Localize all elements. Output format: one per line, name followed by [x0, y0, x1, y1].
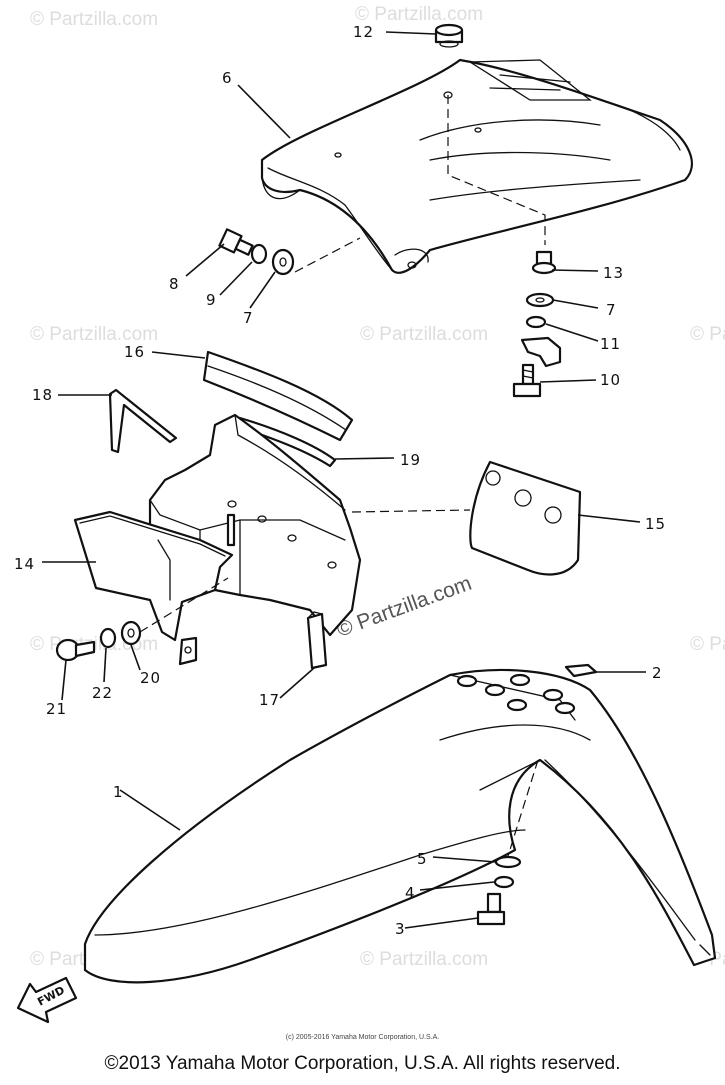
- callout-14: 14: [14, 555, 35, 573]
- clip-bracket: [520, 336, 562, 368]
- callout-1: 1: [113, 783, 124, 801]
- callout-21: 21: [46, 700, 67, 718]
- callout-13: 13: [603, 264, 624, 282]
- part-4-lock-washer: [493, 875, 515, 889]
- part-12-grommet: [434, 23, 464, 48]
- leader-14-to-15: [351, 509, 471, 513]
- part-2-washer: [564, 663, 598, 678]
- callout-8: 8: [169, 275, 180, 293]
- callout-12: 12: [353, 23, 374, 41]
- callout-17: 17: [259, 691, 280, 709]
- part-15-plate-bracket: [469, 460, 582, 576]
- watermark-text: © Partzilla.com: [360, 949, 488, 970]
- callout-6: 6: [222, 69, 233, 87]
- callout-5: 5: [417, 850, 428, 868]
- part-17-post: [306, 611, 328, 670]
- inner-copyright: (c) 2005-2016 Yamaha Motor Corporation, …: [285, 1034, 440, 1041]
- part-9-lock-washer: [250, 243, 268, 265]
- part-21-bolt: [55, 638, 96, 662]
- callout-labels: 1 2 3 4 5 6 7 7 8 9 10 11 12 13 14 15 16…: [14, 23, 666, 938]
- callout-10: 10: [600, 371, 621, 389]
- callout-11: 11: [600, 335, 621, 353]
- callout-18: 18: [32, 386, 53, 404]
- part-3-bolt: [476, 892, 506, 926]
- fwd-arrow-icon: FWD: [16, 976, 78, 1024]
- callout-7-left: 7: [243, 309, 254, 327]
- watermark-text: © Partzilla.com: [690, 634, 725, 655]
- callout-3: 3: [395, 920, 406, 938]
- callout-22: 22: [92, 684, 113, 702]
- part-20-washer: [120, 620, 142, 646]
- part-11-lock-washer: [525, 315, 547, 329]
- part-8-bolt: [218, 228, 254, 256]
- callout-19: 19: [400, 451, 421, 469]
- part-5-washer: [494, 855, 522, 869]
- callout-7-right: 7: [606, 301, 617, 319]
- part-10-bolt: [512, 363, 542, 398]
- callout-15: 15: [645, 515, 666, 533]
- watermark-text: © Partzilla.com: [690, 324, 725, 345]
- watermark-text: © Partzilla.com: [30, 324, 158, 345]
- watermark-text: © Partzilla.com: [30, 9, 158, 30]
- callout-20: 20: [140, 669, 161, 687]
- watermark-text: © Partzilla.com: [355, 4, 483, 25]
- part-1-front-fender: [83, 668, 717, 984]
- part-22-lock-washer: [99, 627, 117, 649]
- leader-lines: [42, 31, 646, 929]
- callout-2: 2: [652, 664, 663, 682]
- part-7-washer-right: [525, 292, 555, 308]
- part-18-wire: [108, 388, 178, 454]
- part-14-inner-fender: [73, 413, 362, 666]
- part-7-washer-left: [271, 248, 295, 276]
- footer-copyright: ©2013 Yamaha Motor Corporation, U.S.A. A…: [104, 1053, 621, 1074]
- part-16-strip: [202, 350, 354, 442]
- watermark-text: © Partzilla.com: [360, 324, 488, 345]
- callout-9: 9: [206, 291, 217, 309]
- part-6-rear-fender: [260, 58, 693, 274]
- callout-4: 4: [405, 884, 416, 902]
- callout-16: 16: [124, 343, 145, 361]
- part-13-collar: [531, 250, 557, 275]
